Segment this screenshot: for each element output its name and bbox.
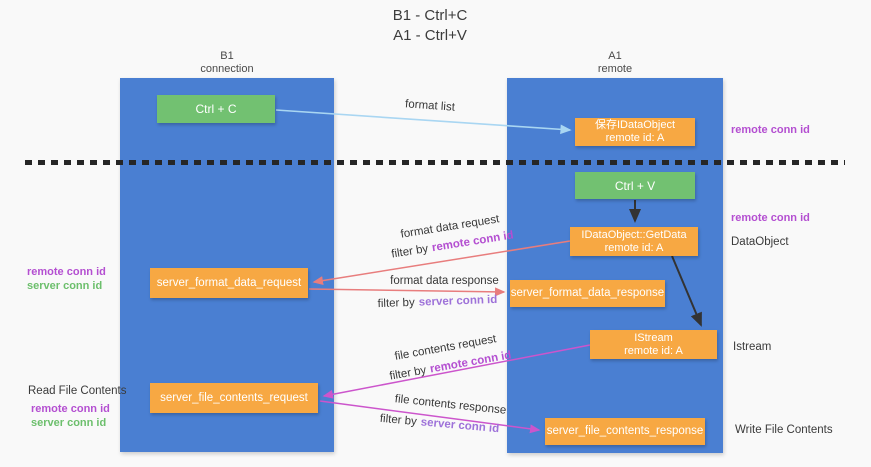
read-file-contents-note: Read File Contents <box>28 385 127 397</box>
server-format-data-request-label: server_format_data_request <box>156 276 302 289</box>
ctrl-v-label: Ctrl + V <box>614 178 656 193</box>
server-file-contents-request-box: server_file_contents_request <box>150 383 318 413</box>
ctrl-v-box: Ctrl + V <box>575 172 695 199</box>
left-column-role: connection <box>200 63 254 75</box>
istream-box: IStream remote id: A <box>590 330 717 359</box>
ctrl-c-label: Ctrl + C <box>195 102 237 116</box>
istream-line2: remote id: A <box>624 344 683 357</box>
right-column-name: A1 <box>608 50 622 62</box>
server-format-data-request-box: server_format_data_request <box>150 268 308 298</box>
right-column-role: remote <box>597 63 633 75</box>
filter-by-text: filter by <box>379 412 418 428</box>
read-server-conn-id-note: server conn id <box>31 417 107 429</box>
server-file-contents-response-box: server_file_contents_response <box>545 418 705 445</box>
filter-by-text: filter by <box>390 242 430 261</box>
getdata-box: IDataObject::GetData remote id: A <box>570 227 698 256</box>
server-conn-id-text: server conn id <box>418 293 498 309</box>
getdata-line2: remote id: A <box>604 241 664 254</box>
left-server-conn-id-note: server conn id <box>27 280 103 292</box>
save-dataobject-line1: 保存IDataObject <box>594 119 676 131</box>
filter-by-text: filter by <box>388 364 428 383</box>
right-remote-conn-id-note-mid: remote conn id <box>731 212 810 224</box>
format-data-response-label: format data response <box>390 275 499 287</box>
save-dataobject-box: 保存IDataObject remote id: A <box>575 118 695 146</box>
istream-line1: IStream <box>634 331 673 344</box>
diagram-title: B1 - Ctrl+C A1 - Ctrl+V <box>330 6 530 46</box>
server-conn-id-text: server conn id <box>420 416 500 436</box>
filter-by-text: filter by <box>377 296 415 311</box>
ctrl-c-box: Ctrl + C <box>157 95 275 123</box>
format-data-response-arrow <box>308 287 506 297</box>
right-remote-conn-id-note-top: remote conn id <box>731 124 810 136</box>
copy-paste-separator-line <box>25 160 845 165</box>
left-column-header: B1 connection <box>177 50 277 76</box>
server-file-contents-response-label: server_file_contents_response <box>546 425 704 437</box>
dataobject-note: DataObject <box>731 236 789 248</box>
getdata-line1: IDataObject::GetData <box>581 228 687 241</box>
save-dataobject-line2: remote id: A <box>605 132 665 144</box>
server-format-data-response-box: server_format_data_response <box>510 280 665 307</box>
title-line-1: B1 - Ctrl+C <box>392 7 468 24</box>
write-file-contents-note: Write File Contents <box>735 424 833 436</box>
server-format-data-response-label: server_format_data_response <box>510 287 665 299</box>
server-file-contents-request-label: server_file_contents_request <box>160 391 308 404</box>
read-remote-conn-id-note: remote conn id <box>31 403 110 415</box>
title-line-2: A1 - Ctrl+V <box>393 27 467 44</box>
file-contents-response-label: file contents response <box>394 393 507 417</box>
left-remote-conn-id-note: remote conn id <box>27 266 106 278</box>
istream-note: Istream <box>733 341 772 353</box>
right-column-header: A1 remote <box>565 50 665 76</box>
left-column-name: B1 <box>220 50 234 62</box>
format-list-label: format list <box>404 98 456 114</box>
